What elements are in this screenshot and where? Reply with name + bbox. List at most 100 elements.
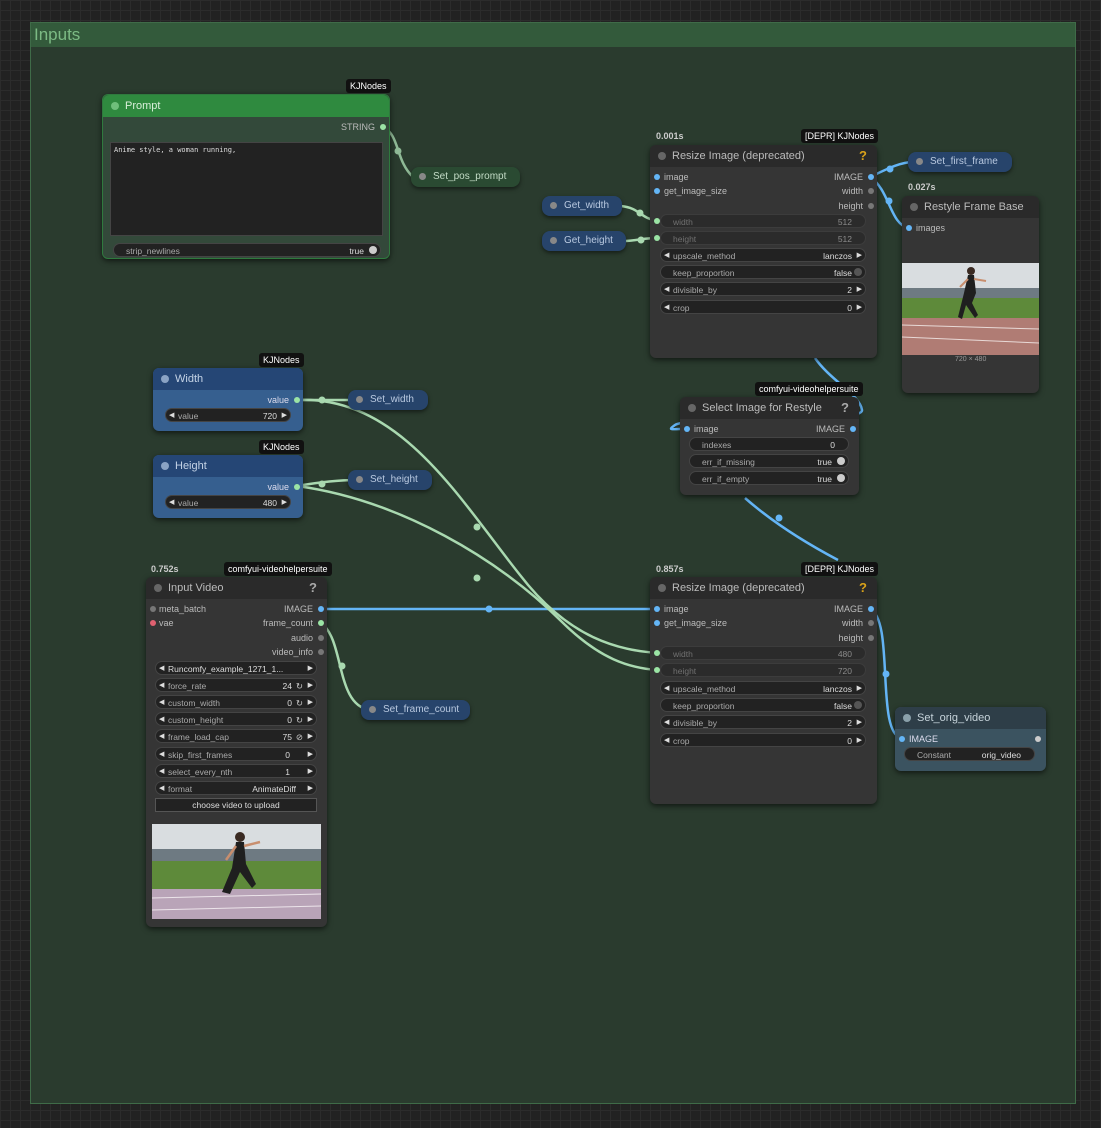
right-arrow-icon[interactable]: ▶ [307, 733, 313, 740]
collapse-dot-icon[interactable] [903, 714, 911, 722]
input-video-preview[interactable] [152, 824, 321, 919]
prompt-title-bar[interactable]: Prompt [103, 95, 389, 117]
output-slot-dot-icon[interactable] [850, 426, 856, 432]
left-arrow-icon[interactable]: ◀ [664, 286, 670, 293]
collapse-dot-icon[interactable] [419, 173, 426, 180]
restyle-frame-base-node[interactable]: Restyle Frame Base images 720 × 480 [902, 196, 1039, 393]
left-arrow-icon[interactable]: ◀ [159, 751, 165, 758]
input-video-node[interactable]: Input Video ? meta_batch vae IMAGE frame… [146, 577, 327, 927]
left-arrow-icon[interactable]: ◀ [664, 737, 670, 744]
output-slot-dot-icon[interactable] [318, 606, 324, 612]
right-arrow-icon[interactable]: ▶ [856, 737, 862, 744]
right-arrow-icon[interactable]: ▶ [307, 768, 313, 775]
collapse-dot-icon[interactable] [688, 404, 696, 412]
help-icon[interactable]: ? [841, 400, 849, 415]
resize2-title-bar[interactable]: Resize Image (deprecated) ? [650, 577, 877, 599]
collapse-dot-icon[interactable] [910, 203, 918, 211]
group-title[interactable]: Inputs [31, 23, 1075, 47]
resize2-output-image[interactable]: IMAGE [833, 604, 863, 614]
output-slot-dot-icon[interactable] [1035, 736, 1041, 742]
output-slot-dot-icon[interactable] [868, 620, 874, 626]
set-orig-video-title-bar[interactable]: Set_orig_video [895, 707, 1046, 729]
right-arrow-icon[interactable]: ▶ [856, 286, 862, 293]
left-arrow-icon[interactable]: ◀ [159, 682, 165, 689]
resize1-input-image[interactable]: image [664, 172, 689, 182]
right-arrow-icon[interactable]: ▶ [307, 682, 313, 689]
input-video-output-frame-count[interactable]: frame_count [262, 618, 313, 628]
right-arrow-icon[interactable]: ▶ [307, 699, 313, 706]
resize2-input-image[interactable]: image [664, 604, 689, 614]
restyle-title-bar[interactable]: Restyle Frame Base [902, 196, 1039, 218]
left-arrow-icon[interactable]: ◀ [664, 304, 670, 311]
right-arrow-icon[interactable]: ▶ [856, 304, 862, 311]
input-video-meta-batch[interactable]: meta_batch [159, 604, 207, 614]
output-slot-dot-icon[interactable] [318, 620, 324, 626]
video-file-combo[interactable]: ◀Runcomfy_example_1271_1...▶ [155, 661, 317, 675]
input-slot-dot-icon[interactable] [654, 667, 660, 673]
input-slot-dot-icon[interactable] [654, 606, 660, 612]
input-slot-dot-icon[interactable] [654, 650, 660, 656]
collapse-dot-icon[interactable] [356, 476, 363, 483]
restyle-input-images[interactable]: images [916, 223, 946, 233]
left-arrow-icon[interactable]: ◀ [159, 733, 165, 740]
input-video-output-audio[interactable]: audio [290, 633, 313, 643]
collapse-dot-icon[interactable] [369, 706, 376, 713]
right-arrow-icon[interactable]: ▶ [281, 499, 287, 506]
input-slot-dot-icon[interactable] [150, 606, 156, 612]
resize-image-node-1[interactable]: Resize Image (deprecated) ? image get_im… [650, 145, 877, 358]
output-slot-dot-icon[interactable] [868, 188, 874, 194]
collapse-dot-icon[interactable] [161, 462, 169, 470]
input-slot-dot-icon[interactable] [654, 218, 660, 224]
output-slot-dot-icon[interactable] [868, 203, 874, 209]
output-slot-dot-icon[interactable] [380, 124, 386, 130]
left-arrow-icon[interactable]: ◀ [159, 768, 165, 775]
refresh-icon[interactable]: ↻ [295, 681, 303, 691]
collapse-dot-icon[interactable] [154, 584, 162, 592]
output-slot-dot-icon[interactable] [868, 635, 874, 641]
prompt-node[interactable]: Prompt STRING Anime style, a woman runni… [102, 94, 390, 259]
input-video-output-info[interactable]: video_info [271, 647, 313, 657]
select-image-output[interactable]: IMAGE [815, 424, 845, 434]
collapse-dot-icon[interactable] [658, 152, 666, 160]
resize1-title-bar[interactable]: Resize Image (deprecated) ? [650, 145, 877, 167]
right-arrow-icon[interactable]: ▶ [856, 252, 862, 259]
set-first-frame-node[interactable]: Set_first_frame [908, 152, 1012, 172]
input-slot-dot-icon[interactable] [906, 225, 912, 231]
select-image-input[interactable]: image [694, 424, 719, 434]
prompt-output-string[interactable]: STRING [341, 120, 375, 134]
resize1-output-height[interactable]: height [838, 201, 863, 211]
input-slot-dot-icon[interactable] [654, 174, 660, 180]
collapse-dot-icon[interactable] [916, 158, 923, 165]
left-arrow-icon[interactable]: ◀ [169, 499, 175, 506]
left-arrow-icon[interactable]: ◀ [664, 685, 670, 692]
left-arrow-icon[interactable]: ◀ [159, 665, 165, 672]
right-arrow-icon[interactable]: ▶ [856, 719, 862, 726]
right-arrow-icon[interactable]: ▶ [307, 751, 313, 758]
input-slot-dot-icon[interactable] [654, 188, 660, 194]
null-icon[interactable]: ⊘ [295, 732, 303, 742]
prompt-textarea[interactable]: Anime style, a woman running, [110, 142, 383, 236]
select-image-node[interactable]: Select Image for Restyle ? image IMAGE i… [680, 397, 859, 495]
left-arrow-icon[interactable]: ◀ [664, 252, 670, 259]
refresh-icon[interactable]: ↻ [295, 698, 303, 708]
restyle-preview-image[interactable] [902, 263, 1039, 355]
input-video-title-bar[interactable]: Input Video ? [146, 577, 327, 599]
